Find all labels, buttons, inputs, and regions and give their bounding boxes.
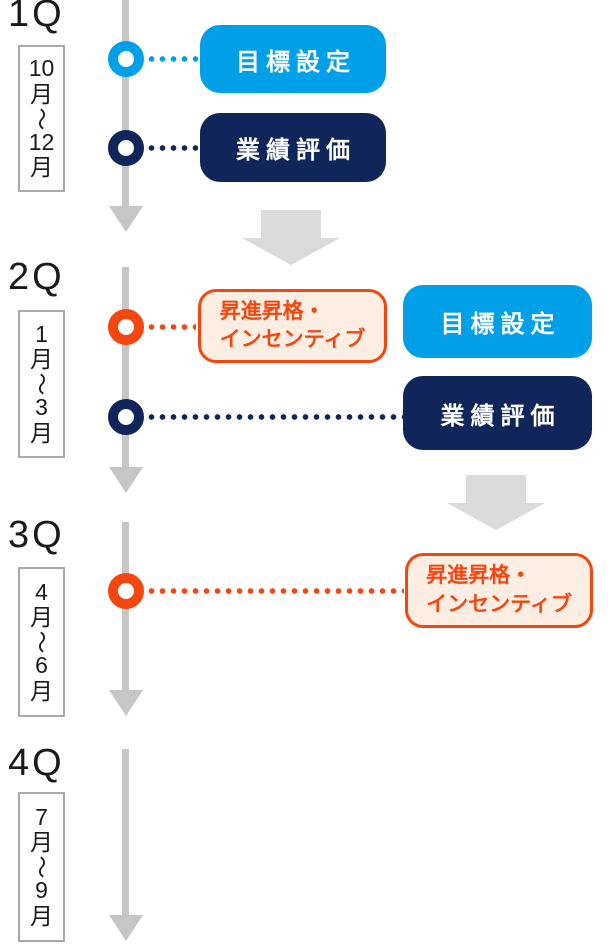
month-text: 月 — [30, 419, 53, 446]
month-text: 月 — [30, 829, 53, 856]
month-text: 12 — [28, 128, 55, 155]
quarter-2-month-range: 1 月 〜 3 月 — [18, 310, 65, 458]
month-text: 月 — [30, 677, 53, 704]
quarter-2-timeline-arrowhead-icon — [109, 467, 143, 493]
quarter-1-goal-connector — [146, 56, 198, 62]
month-text: 9 — [35, 877, 48, 903]
month-text: 月 — [30, 154, 53, 181]
month-text: 月 — [30, 902, 53, 929]
quarter-1-performance-review-box: 業績評価 — [200, 113, 386, 182]
quarter-1-timeline-line — [122, 0, 129, 206]
tilde-glyph: 〜 — [28, 855, 55, 879]
month-text: 1 — [35, 320, 48, 347]
month-text: 月 — [30, 80, 53, 107]
month-text: 6 — [35, 652, 48, 678]
promotion-label-line1: 昇進昇格・ — [426, 564, 532, 588]
flow-arrow-q2-to-q3-icon — [447, 475, 545, 530]
quarter-4-label: 4Q — [8, 742, 65, 784]
month-text: 10 — [28, 55, 55, 81]
quarter-2-review-marker-icon — [108, 399, 144, 435]
promotion-label-line1: 昇進昇格・ — [219, 299, 325, 323]
quarter-1-review-connector — [146, 145, 198, 151]
quarter-3-label: 3Q — [8, 514, 65, 556]
quarter-1-goal-marker-icon — [108, 41, 144, 77]
quarter-2-performance-review-box: 業績評価 — [403, 376, 592, 450]
quarter-4-month-range: 7 月 〜 9 月 — [18, 792, 65, 942]
quarter-2-promotion-marker-icon — [108, 309, 144, 345]
month-text: 4 — [35, 578, 48, 605]
tilde-glyph: 〜 — [28, 372, 55, 396]
quarter-2-promotion-connector — [146, 324, 196, 330]
quarter-3-promotion-marker-icon — [108, 573, 144, 609]
quarter-2-timeline-line — [122, 267, 129, 467]
quarter-4-timeline-arrowhead-icon — [109, 915, 143, 941]
tilde-glyph: 〜 — [28, 107, 55, 130]
quarter-3-promotion-incentive-box: 昇進昇格・ インセンティブ — [405, 553, 593, 628]
goal-setting-label: 目標設定 — [236, 48, 356, 76]
flow-arrow-q1-to-q2-icon — [242, 210, 340, 265]
performance-review-label: 業績評価 — [236, 137, 356, 164]
month-text: 7 — [35, 803, 48, 830]
quarter-2-goal-setting-box: 目標設定 — [403, 285, 592, 358]
quarter-2-label: 2Q — [8, 256, 65, 298]
performance-review-label: 業績評価 — [440, 402, 561, 430]
quarter-1-timeline-arrowhead-icon — [109, 206, 143, 232]
month-text: 3 — [35, 394, 48, 420]
goal-setting-label: 目標設定 — [440, 311, 561, 338]
quarter-1-month-range: 10 月 〜 12 月 — [18, 45, 65, 192]
month-text: 月 — [30, 346, 53, 373]
quarter-3-timeline-arrowhead-icon — [109, 690, 143, 716]
quarter-1-goal-setting-box: 目標設定 — [200, 25, 386, 93]
quarter-2-review-connector — [146, 414, 403, 420]
quarter-1-label: 1Q — [8, 0, 65, 35]
promotion-label-line2: インセンティブ — [426, 592, 572, 616]
promotion-label-line2: インセンティブ — [219, 328, 366, 351]
quarter-4-timeline-line — [122, 749, 129, 915]
month-text: 月 — [30, 604, 53, 631]
quarter-2-promotion-incentive-box: 昇進昇格・ インセンティブ — [198, 289, 387, 363]
quarter-3-month-range: 4 月 〜 6 月 — [18, 567, 65, 717]
tilde-glyph: 〜 — [28, 630, 55, 654]
quarter-1-review-marker-icon — [108, 130, 144, 166]
quarter-3-promotion-connector — [146, 588, 404, 594]
